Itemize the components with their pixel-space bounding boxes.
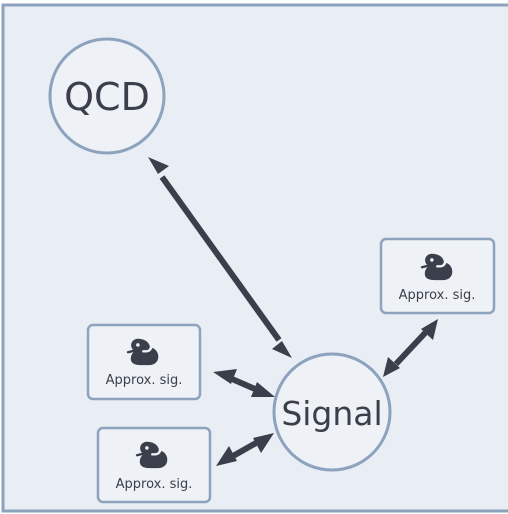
approx-box-left-top-label: Approx. sig. [106, 373, 183, 388]
arrow-approx-left-bottom-signal [216, 433, 274, 466]
arrow-qcd-signal [148, 157, 292, 358]
arrows-layer [148, 157, 438, 466]
approx-box-left-bottom: Approx. sig. [96, 426, 212, 504]
approx-box-right-label: Approx. sig. [399, 288, 476, 303]
approx-box-right: Approx. sig. [379, 237, 496, 315]
node-signal-label: Signal [281, 394, 382, 433]
node-signal: Signal [272, 352, 392, 472]
approx-box-left-bottom-label: Approx. sig. [116, 477, 193, 492]
node-qcd-label: QCD [64, 75, 150, 119]
arrow-approx-left-top-signal [213, 369, 275, 397]
arrow-approx-right-signal [383, 319, 438, 377]
node-qcd: QCD [48, 37, 166, 155]
approx-box-left-top: Approx. sig. [86, 323, 202, 401]
